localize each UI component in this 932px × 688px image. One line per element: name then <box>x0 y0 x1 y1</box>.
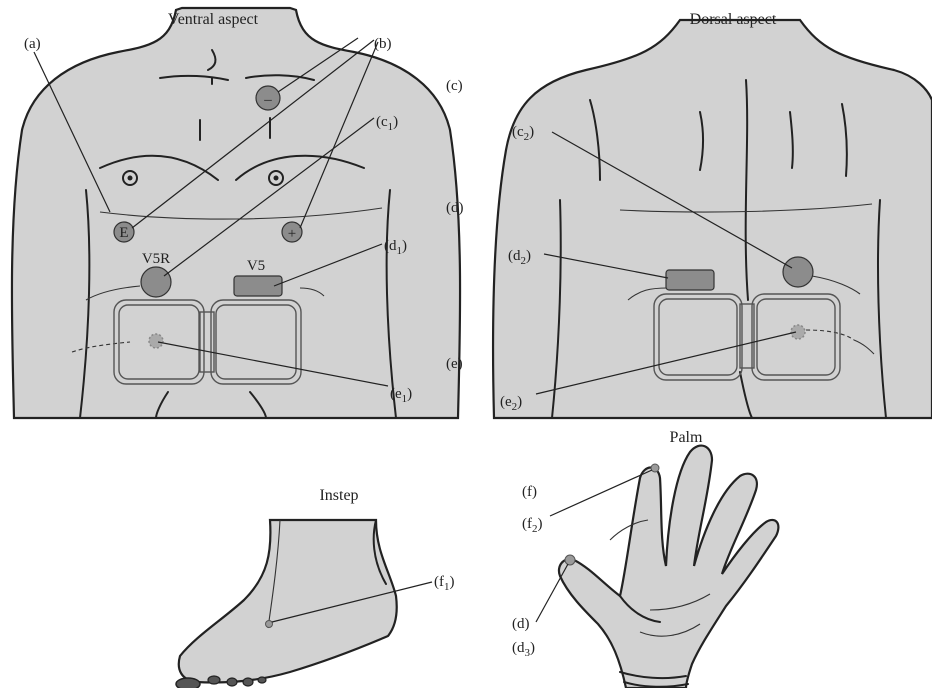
ventral-e1-electrode <box>149 334 163 348</box>
label-d3: (d3) <box>512 640 535 659</box>
instep-f1-electrode <box>266 621 273 628</box>
label-d: (d) <box>446 200 464 216</box>
instep-title: Instep <box>319 487 358 504</box>
v5r-electrode-label: V5R <box>142 251 170 267</box>
dorsal-aspect-title: Dorsal aspect <box>690 11 777 28</box>
palm-title: Palm <box>670 429 703 446</box>
label-f: (f) <box>522 484 537 500</box>
label-b: (b) <box>374 36 392 52</box>
label-d-hand: (d) <box>512 616 530 632</box>
dorsal-d2-electrode <box>666 270 714 290</box>
ventral-aspect-title: Ventral aspect <box>168 11 259 28</box>
palm-d3-electrode <box>565 555 575 565</box>
leader-d-hand <box>536 564 568 622</box>
v5r-electrode <box>141 267 171 297</box>
hand <box>559 446 778 688</box>
label-a: (a) <box>24 36 41 52</box>
dorsal-torso <box>493 20 932 418</box>
foot-outline <box>179 520 397 683</box>
label-c: (c) <box>446 78 463 94</box>
hand-outline <box>559 446 778 688</box>
label-f2: (f2) <box>522 516 543 535</box>
big-toenail <box>176 678 200 688</box>
dorsal-torso-outline <box>493 20 932 418</box>
foot <box>176 520 397 688</box>
dorsal-e2-electrode <box>791 325 805 339</box>
dorsal-c2-electrode <box>783 257 813 287</box>
label-e: (e) <box>446 356 463 372</box>
v5-electrode-label: V5 <box>247 258 265 274</box>
plus-electrode-label: + <box>288 226 296 242</box>
ground-electrode-label: E <box>119 225 128 241</box>
minus-electrode-label: – <box>263 92 272 108</box>
palm-f2-electrode <box>651 464 659 472</box>
label-f1: (f1) <box>434 574 455 593</box>
